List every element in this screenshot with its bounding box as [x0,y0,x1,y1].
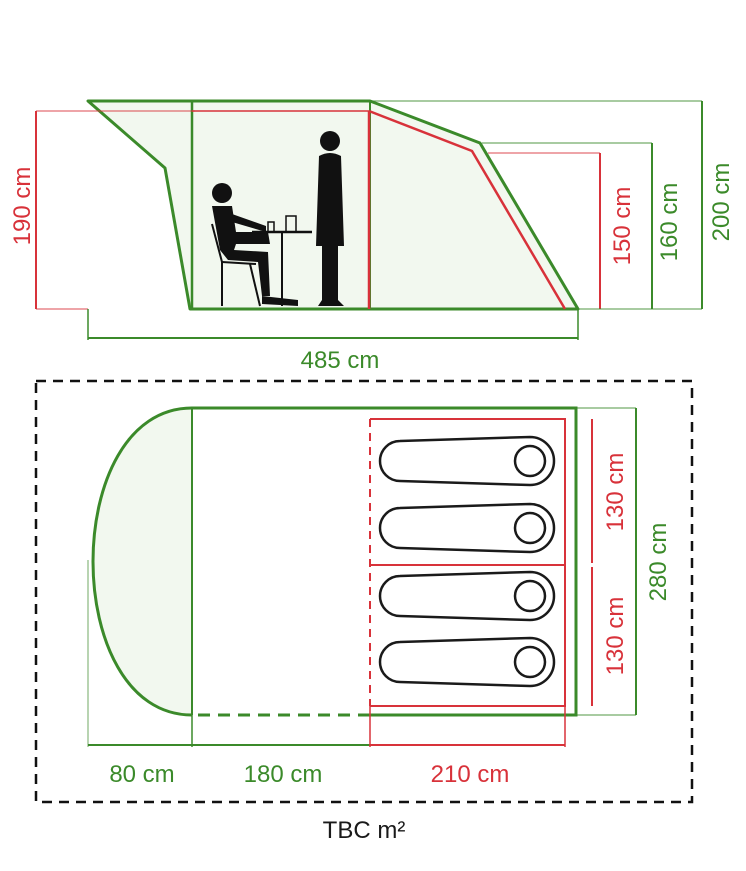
floor-plan: 130 cm 130 cm 280 cm 80 cm 180 cm 210 cm [34,379,694,804]
tent-floor-outline [192,406,578,717]
dim-180-label: 180 cm [244,761,323,788]
dim-130-top-label: 130 cm [602,453,629,532]
dim-80-label: 80 cm [109,761,174,788]
dim-160-label: 160 cm [656,183,683,262]
seated-person-icon [211,183,312,307]
bedroom-outline [370,418,566,707]
area-label: TBC m² [323,817,406,844]
side-bedroom-outline [368,109,567,310]
sleeping-bag-icon [378,570,556,622]
sleeping-bag-icon [378,502,556,554]
dim-280-label: 280 cm [645,523,672,602]
dim-485-label: 485 cm [301,347,380,374]
sleeping-bag-icon [378,636,556,688]
sleeping-bags [378,435,556,688]
dim-150-label: 150 cm [609,187,636,266]
footprint-dashed-boundary [34,379,694,804]
standing-person-icon [316,131,344,306]
sleeping-bag-icon [378,435,556,487]
dim-130-bottom-label: 130 cm [602,597,629,676]
porch-outline [91,406,193,717]
dim-190-label: 190 cm [9,167,36,246]
dim-210-label: 210 cm [431,761,510,788]
side-view: 190 cm 150 cm 160 cm 200 cm 485 cm [9,99,735,374]
dim-200-label: 200 cm [708,163,735,242]
